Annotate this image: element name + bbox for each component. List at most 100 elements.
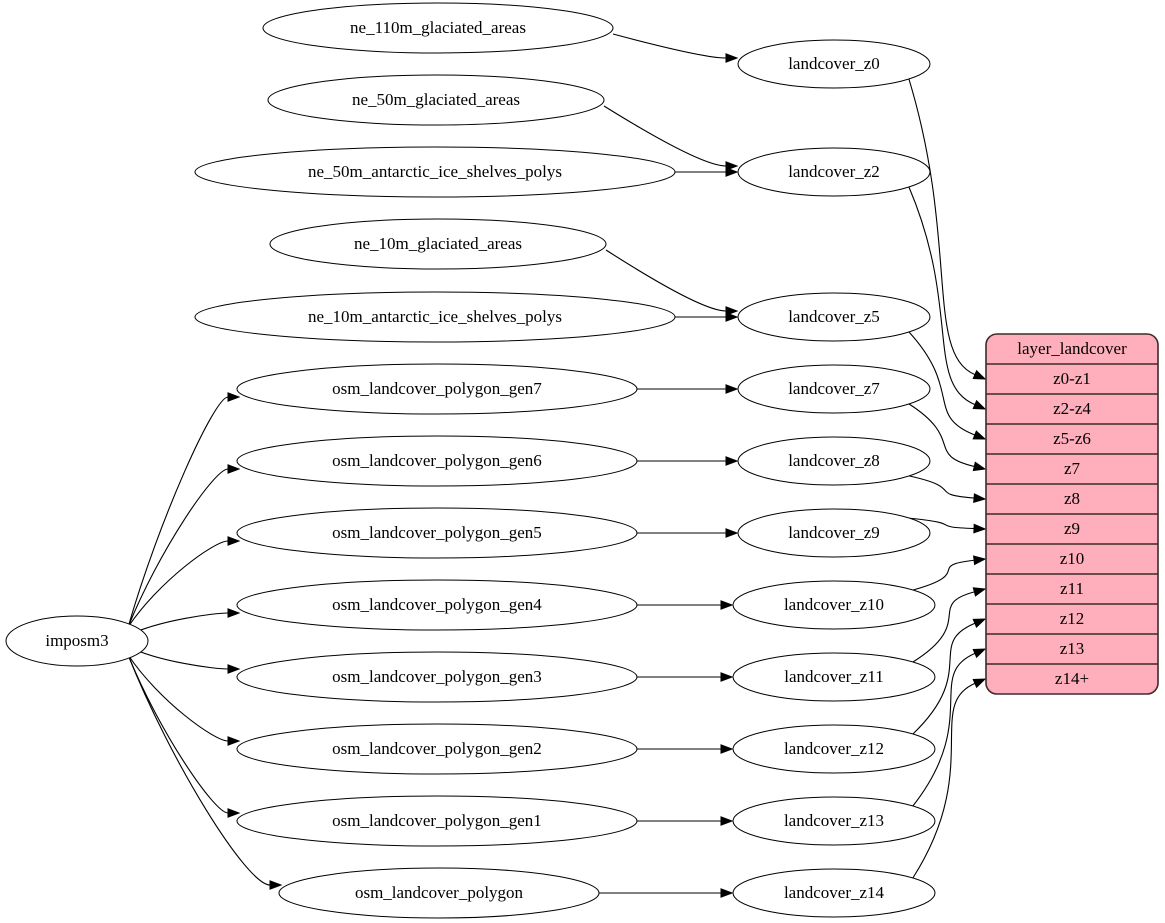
- edge-landcover_z2-to-row-z2-z4: [908, 186, 987, 410]
- table-row[interactable]: z9: [986, 514, 1158, 544]
- osm-table-node[interactable]: osm_landcover_polygon_gen4: [236, 579, 638, 631]
- edge-osm_landcover_polygon_gen3-to-landcover_z11: [637, 672, 734, 682]
- natural-earth-node[interactable]: ne_50m_antarctic_ice_shelves_polys: [194, 146, 676, 198]
- natural-earth-node[interactable]: ne_10m_glaciated_areas: [269, 218, 607, 270]
- edge-ne_50m_antarctic_ice_shelves_polys-to-landcover_z2: [674, 167, 739, 177]
- table-row[interactable]: z12: [986, 604, 1158, 634]
- node-ellipse[interactable]: [236, 435, 638, 487]
- edge-arrowhead: [725, 53, 739, 63]
- osm-table-node[interactable]: osm_landcover_polygon_gen2: [236, 723, 638, 775]
- node-ellipse[interactable]: [236, 507, 638, 559]
- node-ellipse[interactable]: [5, 615, 149, 667]
- osm-table-node[interactable]: osm_landcover_polygon: [278, 867, 600, 919]
- edge-arrowhead: [972, 399, 987, 410]
- node-label: osm_landcover_polygon_gen6: [332, 451, 542, 470]
- table-row[interactable]: z2-z4: [986, 394, 1158, 424]
- edge-arrowhead: [725, 528, 739, 538]
- landcover-view-node[interactable]: landcover_z8: [737, 436, 931, 486]
- table-row[interactable]: z5-z6: [986, 424, 1158, 454]
- osm-table-node[interactable]: osm_landcover_polygon_gen7: [236, 363, 638, 415]
- edge-line: [908, 78, 976, 376]
- node-ellipse[interactable]: [236, 651, 638, 703]
- node-ellipse[interactable]: [732, 652, 936, 702]
- natural-earth-node[interactable]: ne_10m_antarctic_ice_shelves_polys: [194, 291, 676, 343]
- node-ellipse[interactable]: [737, 39, 931, 89]
- edge-landcover_z8-to-row-z8: [908, 475, 987, 503]
- edge-arrowhead: [269, 880, 283, 890]
- natural-earth-node[interactable]: ne_110m_glaciated_areas: [262, 2, 614, 54]
- edge-arrowhead: [725, 167, 739, 177]
- edge-arrowhead: [227, 664, 241, 674]
- node-ellipse[interactable]: [267, 74, 605, 126]
- table-row[interactable]: z0-z1: [986, 364, 1158, 394]
- node-ellipse[interactable]: [236, 723, 638, 775]
- edge-ne_10m_antarctic_ice_shelves_polys-to-landcover_z5: [675, 312, 739, 322]
- landcover-view-node[interactable]: landcover_z13: [732, 796, 936, 846]
- edge-osm_landcover_polygon_gen5-to-landcover_z9: [637, 528, 739, 538]
- node-ellipse[interactable]: [269, 218, 607, 270]
- edge-arrowhead: [972, 618, 987, 629]
- node-ellipse[interactable]: [732, 796, 936, 846]
- node-label: osm_landcover_polygon: [355, 883, 524, 902]
- edge-arrowhead: [720, 816, 734, 826]
- source-node[interactable]: imposm3: [5, 615, 149, 667]
- osm-table-node[interactable]: osm_landcover_polygon_gen1: [236, 795, 638, 847]
- table-row[interactable]: z14+: [986, 664, 1158, 694]
- edge-imposm3-to-osm_landcover_polygon_gen3: [127, 646, 241, 674]
- edge-ne_50m_glaciated_areas-to-landcover_z2: [603, 105, 739, 171]
- node-ellipse[interactable]: [737, 364, 931, 414]
- table-row[interactable]: z7: [986, 454, 1158, 484]
- node-label: osm_landcover_polygon_gen4: [332, 595, 542, 614]
- node-ellipse[interactable]: [262, 2, 614, 54]
- edge-line: [908, 331, 975, 436]
- landcover-view-node[interactable]: landcover_z0: [737, 39, 931, 89]
- node-ellipse[interactable]: [236, 795, 638, 847]
- node-label: osm_landcover_polygon_gen5: [332, 523, 542, 542]
- node-ellipse[interactable]: [194, 291, 676, 343]
- node-ellipse[interactable]: [194, 146, 676, 198]
- edge-arrowhead: [227, 736, 241, 746]
- node-ellipse[interactable]: [278, 867, 600, 919]
- edge-arrowhead: [972, 461, 987, 472]
- landcover-view-node[interactable]: landcover_z7: [737, 364, 931, 414]
- node-ellipse[interactable]: [737, 147, 931, 197]
- node-ellipse[interactable]: [732, 724, 936, 774]
- table-row[interactable]: z10: [986, 544, 1158, 574]
- node-ellipse[interactable]: [737, 292, 931, 342]
- edge-imposm3-to-osm_landcover_polygon_gen6: [127, 464, 241, 628]
- landcover-view-node[interactable]: landcover_z10: [732, 580, 936, 630]
- node-label: osm_landcover_polygon_gen2: [332, 739, 542, 758]
- edge-line: [603, 105, 727, 167]
- edge-landcover_z12-to-row-z12: [912, 618, 987, 735]
- edge-arrowhead: [725, 456, 739, 466]
- osm-table-node[interactable]: osm_landcover_polygon_gen5: [236, 507, 638, 559]
- node-ellipse[interactable]: [236, 363, 638, 415]
- node-label: landcover_z13: [784, 811, 884, 830]
- natural-earth-node[interactable]: ne_50m_glaciated_areas: [267, 74, 605, 126]
- edge-arrowhead: [972, 587, 987, 597]
- landcover-view-node[interactable]: landcover_z14: [732, 868, 936, 918]
- node-ellipse[interactable]: [737, 508, 931, 558]
- landcover-view-node[interactable]: landcover_z11: [732, 652, 936, 702]
- landcover-view-node[interactable]: landcover_z5: [737, 292, 931, 342]
- landcover-view-node[interactable]: landcover_z12: [732, 724, 936, 774]
- table-row[interactable]: z11: [986, 574, 1158, 604]
- edge-arrowhead: [973, 493, 987, 503]
- node-ellipse[interactable]: [732, 580, 936, 630]
- node-ellipse[interactable]: [732, 868, 936, 918]
- landcover-view-node[interactable]: landcover_z9: [737, 508, 931, 558]
- node-ellipse[interactable]: [737, 436, 931, 486]
- osm-table-node[interactable]: osm_landcover_polygon_gen3: [236, 651, 638, 703]
- osm-table-node[interactable]: osm_landcover_polygon_gen6: [236, 435, 638, 487]
- node-label: ne_110m_glaciated_areas: [350, 18, 526, 37]
- node-label: landcover_z5: [788, 307, 880, 326]
- edge-arrowhead: [972, 678, 987, 689]
- landcover-view-node[interactable]: landcover_z2: [737, 147, 931, 197]
- table-row[interactable]: z13: [986, 634, 1158, 664]
- table-row-label: z13: [1060, 639, 1085, 658]
- edge-landcover_z10-to-row-z10: [912, 555, 987, 591]
- table-row[interactable]: z8: [986, 484, 1158, 514]
- node-ellipse[interactable]: [236, 579, 638, 631]
